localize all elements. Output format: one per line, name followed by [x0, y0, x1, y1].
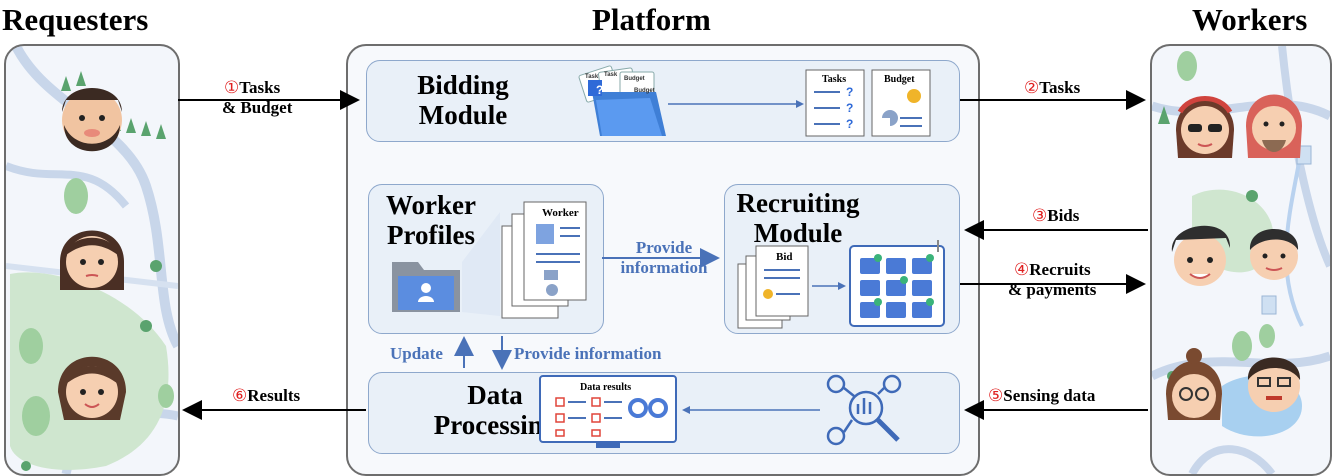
label-recruits-payments: ④Recruits & payments [1008, 260, 1097, 299]
workers-panel [1150, 44, 1332, 476]
label-tasks-budget: ①Tasks & Budget [222, 78, 293, 117]
label-bids: ③Bids [1032, 206, 1080, 225]
label-provide-information-1: Provide information [620, 238, 708, 277]
workers-map [1152, 46, 1330, 474]
label-sensing-data: ⑤Sensing data [988, 386, 1096, 405]
platform-title: Platform [592, 2, 711, 37]
workers-title: Workers [1192, 2, 1308, 37]
label-update: Update [390, 344, 443, 363]
requesters-panel [4, 44, 180, 476]
requesters-title: Requesters [2, 2, 149, 37]
requesters-map [6, 46, 178, 474]
label-provide-information-2: Provide information [514, 344, 662, 363]
label-results: ⑥Results [232, 386, 301, 405]
label-tasks: ②Tasks [1024, 78, 1081, 97]
